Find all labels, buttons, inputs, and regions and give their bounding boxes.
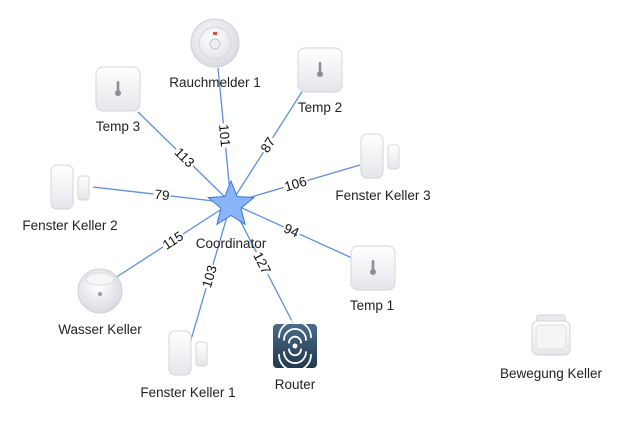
device-label: Rauchmelder 1: [169, 75, 261, 90]
door-window-sensor-icon: [168, 330, 208, 376]
edge-lqi-label: 79: [154, 187, 171, 204]
device-node-rauchmelder-1[interactable]: Rauchmelder 1: [169, 18, 261, 90]
device-label: Temp 2: [298, 100, 342, 115]
edge-lqi-label: 115: [160, 228, 186, 252]
edge-lqi-label: 94: [282, 221, 302, 241]
door-window-sensor-icon: [360, 133, 400, 179]
router-icon: [273, 320, 317, 372]
motion-sensor-icon: [531, 314, 571, 356]
coordinator-node[interactable]: Coordinator: [196, 179, 267, 251]
device-label: Temp 3: [96, 119, 140, 134]
device-label: Fenster Keller 3: [335, 188, 430, 203]
edge-lqi-label: 101: [216, 124, 233, 148]
device-node-temp-1[interactable]: Temp 1: [350, 245, 396, 313]
temperature-sensor-icon: [297, 47, 343, 93]
edge-lqi-label: 103: [199, 264, 220, 290]
device-node-bewegung-keller[interactable]: Bewegung Keller: [500, 314, 603, 381]
edge-label-background: [152, 186, 172, 204]
coordinator-label: Coordinator: [196, 236, 267, 251]
door-window-sensor-icon: [50, 164, 90, 210]
edge-label-background: [257, 133, 279, 157]
device-node-fenster-keller-2[interactable]: Fenster Keller 2: [22, 164, 118, 233]
device-node-wasser-keller[interactable]: Wasser Keller: [58, 268, 142, 337]
edge-label-background: [249, 248, 275, 278]
edge-label-background: [198, 262, 221, 291]
edge-label-background: [280, 220, 303, 242]
device-node-router[interactable]: Router: [273, 320, 317, 392]
edge-lqi-label: 87: [258, 135, 279, 156]
edge-label-background: [281, 173, 310, 195]
water-leak-sensor-icon: [77, 268, 123, 314]
device-label: Fenster Keller 2: [22, 218, 117, 233]
nodes: Rauchmelder 1 Temp 2 Temp 3 Fenster Keller …: [22, 18, 603, 400]
edge-label-background: [170, 143, 199, 172]
device-node-fenster-keller-3[interactable]: Fenster Keller 3: [335, 133, 431, 203]
smoke-detector-icon: [190, 18, 240, 68]
edge-label-background: [215, 122, 234, 149]
temperature-sensor-icon: [95, 66, 141, 112]
device-node-fenster-keller-1[interactable]: Fenster Keller 1: [140, 330, 236, 400]
coordinator-star-icon: [206, 179, 256, 226]
device-label: Fenster Keller 1: [140, 385, 235, 400]
edge-lqi-label: 106: [283, 174, 309, 195]
edge-label-background: [159, 227, 187, 254]
temperature-sensor-icon: [350, 245, 396, 291]
device-label: Router: [275, 377, 316, 392]
device-node-temp-3[interactable]: Temp 3: [95, 66, 141, 134]
device-label: Bewegung Keller: [500, 366, 603, 381]
device-node-temp-2[interactable]: Temp 2: [297, 47, 343, 115]
device-label: Wasser Keller: [58, 322, 142, 337]
device-label: Temp 1: [350, 298, 394, 313]
